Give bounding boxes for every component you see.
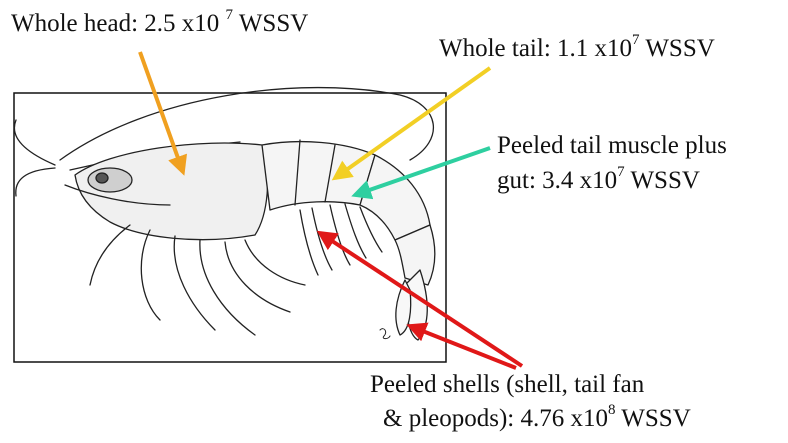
- shrimp-diagram: [0, 0, 788, 443]
